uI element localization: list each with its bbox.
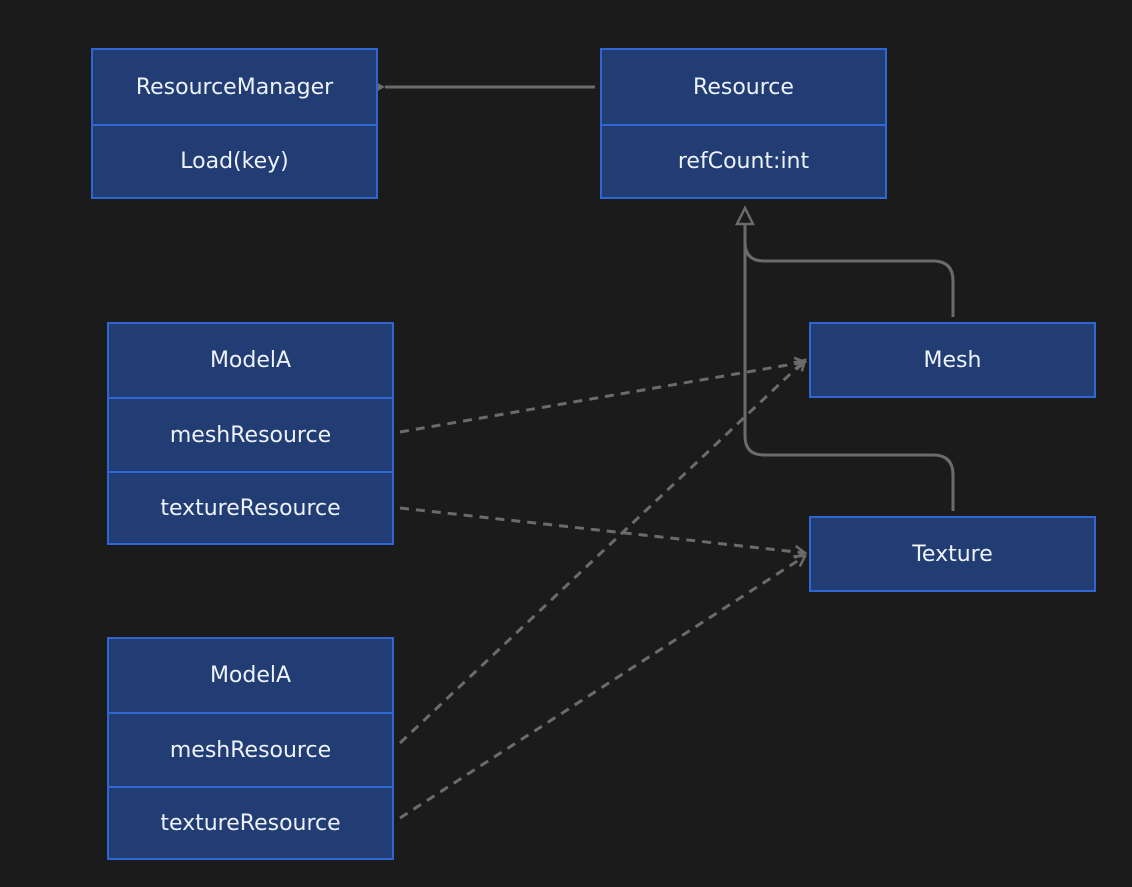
edge-inheritance-mesh — [743, 225, 955, 317]
class-member: refCount:int — [602, 124, 885, 197]
class-member: Load(key) — [93, 124, 376, 197]
class-mesh[interactable]: Mesh — [809, 322, 1096, 398]
class-member: textureResource — [109, 786, 392, 858]
class-member: textureResource — [109, 471, 392, 543]
class-member: meshResource — [109, 397, 392, 471]
class-title: ModelA — [209, 663, 292, 688]
edge-dep-model2-texture — [399, 556, 805, 820]
class-title: Texture — [912, 541, 993, 567]
inheritance-arrowhead — [734, 205, 756, 226]
edge-dep-model1-texture — [399, 506, 805, 553]
edge-dep-model2-mesh — [398, 360, 805, 745]
class-title: ModelA — [209, 348, 292, 373]
class-model-a-1[interactable]: ModelA meshResource textureResource — [107, 322, 394, 545]
class-model-a-2[interactable]: ModelA meshResource textureResource — [107, 637, 394, 860]
class-resource-manager[interactable]: ResourceManager Load(key) — [91, 48, 378, 199]
class-texture[interactable]: Texture — [809, 516, 1096, 592]
edge-inheritance-texture — [743, 225, 955, 511]
class-title: Resource — [693, 74, 794, 100]
class-title: Mesh — [923, 347, 982, 373]
edge-dep-model1-mesh — [399, 362, 805, 434]
class-title: ResourceManager — [135, 74, 334, 100]
class-resource[interactable]: Resource refCount:int — [600, 48, 887, 199]
class-member: meshResource — [109, 712, 392, 786]
